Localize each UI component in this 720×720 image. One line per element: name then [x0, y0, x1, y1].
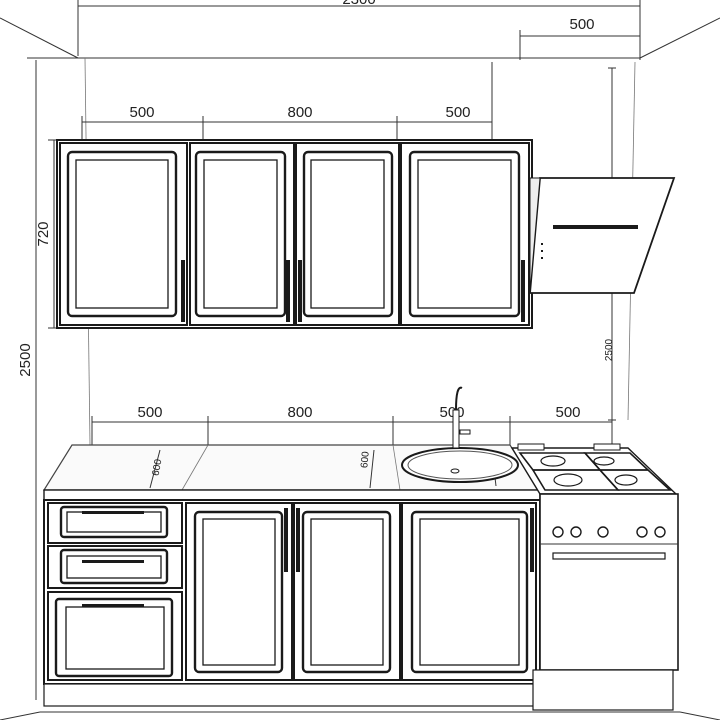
dim-lower-sink-label: 500: [439, 404, 464, 421]
dim-depth-middle-label: 600: [359, 451, 371, 469]
oven-handle: [552, 552, 666, 560]
upper-door-1-handle: [181, 260, 185, 322]
range-hood: [529, 177, 676, 294]
dimension-lower: 500 800 500 500: [91, 404, 613, 445]
sink-bowl: [401, 447, 519, 483]
burners: [540, 455, 638, 487]
dim-upper-left-label: 500: [129, 104, 154, 121]
faucet: [452, 386, 471, 449]
dim-total-height-right-label: 2500: [604, 338, 615, 361]
lower-door-2-handle: [296, 508, 300, 572]
stove: [510, 443, 679, 711]
drawer-2-handle: [82, 560, 144, 563]
lower-door-2: [293, 502, 401, 681]
upper-door-4-handle: [521, 260, 525, 322]
upper-door-1: [59, 142, 188, 326]
dim-depth-left-label: 600: [151, 458, 165, 477]
drawer-1-handle: [82, 511, 144, 514]
stove-top: [510, 447, 678, 495]
upper-door-2-handle: [286, 260, 290, 322]
upper-door-2: [189, 142, 295, 326]
lower-door-3-handle: [530, 508, 534, 572]
dim-upper-middle-label: 800: [287, 104, 312, 121]
lower-door-3: [401, 502, 537, 681]
burner-grid: [518, 452, 673, 491]
lower-door-1: [185, 502, 293, 681]
upper-door-3: [295, 142, 400, 326]
hood-handle: [553, 225, 638, 229]
lower-door-1-handle: [284, 508, 288, 572]
dimension-upper: 500 800 500: [81, 62, 493, 140]
drawer-3-handle: [82, 604, 144, 607]
dimension-hood: 500: [519, 16, 641, 60]
drawer-1: [47, 502, 183, 544]
dim-total-width-label: 2300: [342, 0, 375, 8]
lower-cabinets: [43, 499, 541, 707]
drawer-3: [47, 591, 183, 681]
dim-lower-left-label: 500: [137, 404, 162, 421]
stove-knobs: [552, 526, 666, 538]
dim-lower-stove-label: 500: [555, 404, 580, 421]
upper-cabinets: [56, 139, 533, 329]
plinth: [43, 683, 541, 707]
stove-plinth: [532, 669, 674, 711]
dim-hood-label: 500: [569, 16, 594, 33]
upper-door-4: [400, 142, 530, 326]
upper-door-3-handle: [298, 260, 302, 322]
dim-upper-height-label: 720: [35, 221, 52, 246]
sink: [401, 386, 519, 483]
drawer-2: [47, 545, 183, 589]
dim-lower-middle-label: 800: [287, 404, 312, 421]
dim-upper-right-label: 500: [445, 104, 470, 121]
stove-body: [539, 493, 679, 671]
dimension-total-width: 2300: [77, 0, 641, 56]
dim-total-height-left-label: 2500: [17, 343, 34, 376]
